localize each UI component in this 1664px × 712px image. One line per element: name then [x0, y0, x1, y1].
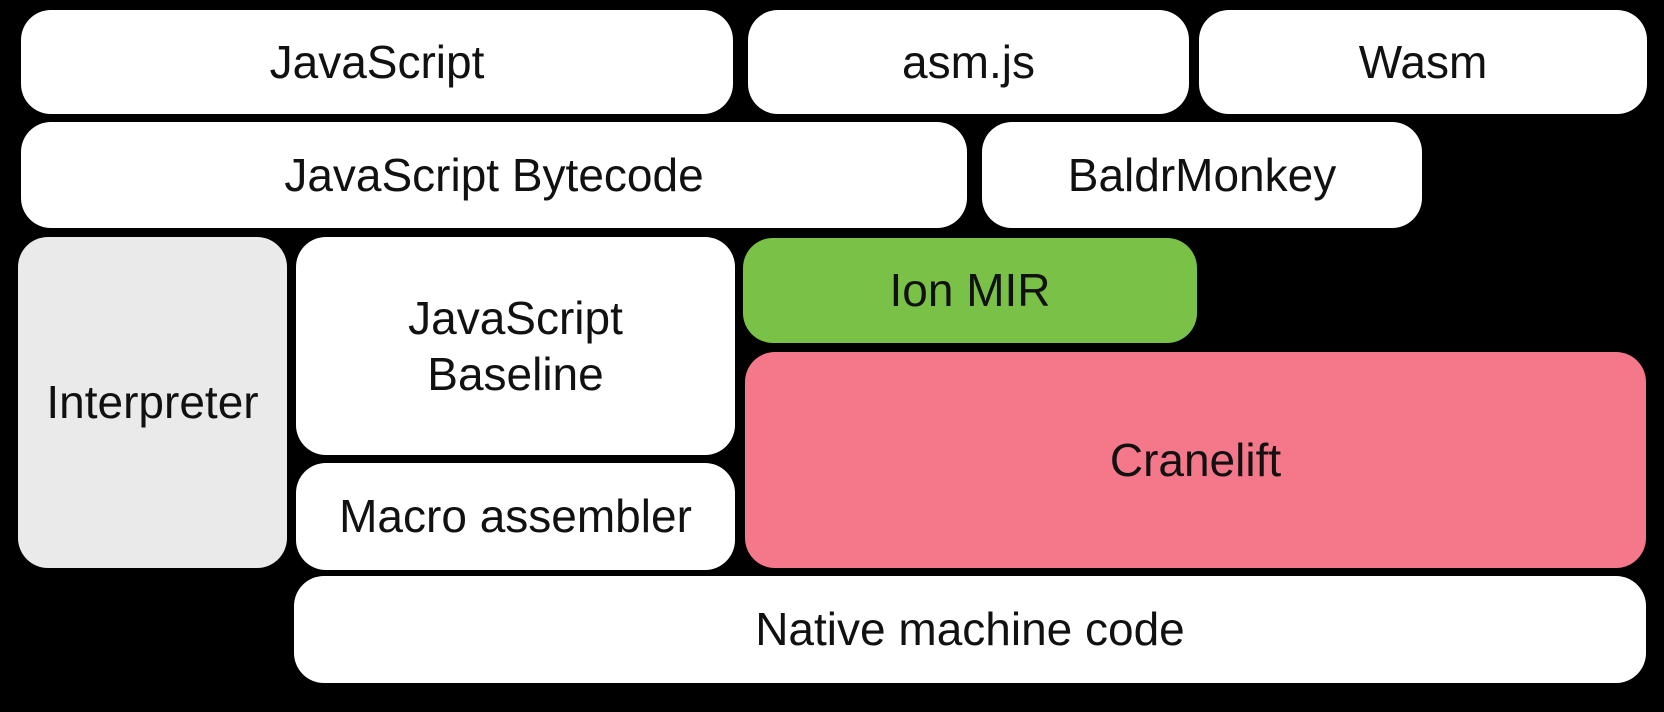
- javascript-box: JavaScript: [21, 10, 733, 114]
- cranelift-box: Cranelift: [745, 352, 1646, 568]
- baldrmonkey-box: BaldrMonkey: [982, 122, 1422, 228]
- asmjs-label: asm.js: [902, 35, 1035, 88]
- ion-mir-box: Ion MIR: [743, 238, 1197, 343]
- javascript-bytecode-label: JavaScript Bytecode: [284, 148, 704, 201]
- asmjs-box: asm.js: [748, 10, 1189, 114]
- native-machine-code-label: Native machine code: [755, 603, 1185, 656]
- javascript-label: JavaScript: [269, 35, 485, 88]
- native-machine-code-box: Native machine code: [294, 576, 1646, 683]
- macro-assembler-box: Macro assembler: [296, 463, 735, 570]
- interpreter-box: Interpreter: [18, 237, 287, 568]
- javascript-bytecode-box: JavaScript Bytecode: [21, 122, 967, 228]
- macro-assembler-label: Macro assembler: [339, 490, 692, 543]
- baldrmonkey-label: BaldrMonkey: [1067, 148, 1337, 201]
- wasm-label: Wasm: [1358, 35, 1488, 88]
- cranelift-label: Cranelift: [1109, 433, 1282, 486]
- javascript-baseline-label: JavaScript Baseline: [408, 291, 623, 400]
- javascript-baseline-box: JavaScript Baseline: [296, 237, 735, 455]
- interpreter-label: Interpreter: [46, 376, 259, 429]
- ion-mir-label: Ion MIR: [889, 264, 1051, 317]
- wasm-box: Wasm: [1199, 10, 1647, 114]
